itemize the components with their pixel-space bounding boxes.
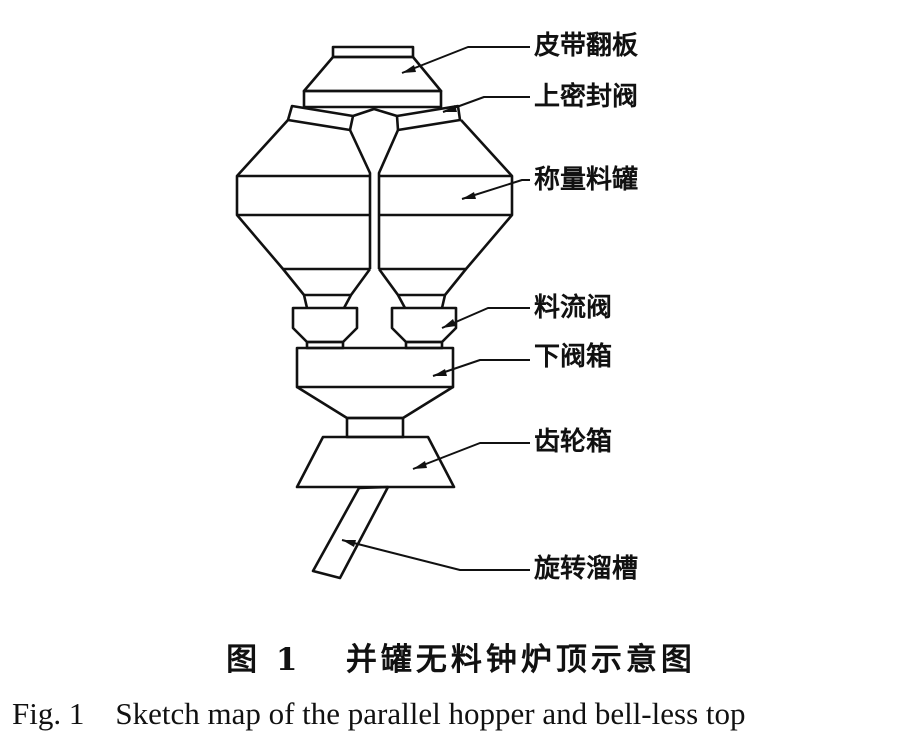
weighing-hopper-right [377, 119, 514, 309]
figure-caption-chinese: 图 1 并罐无料钟炉顶示意图 [226, 642, 696, 678]
gear-box [295, 435, 456, 489]
label-weighing-hopper: 称量料罐 [534, 165, 639, 195]
label-gear-box: 齿轮箱 [534, 427, 613, 457]
label-lower-valve-box: 下阀箱 [534, 342, 613, 372]
upper-seal-valves [286, 104, 462, 269]
rotating-chute [311, 485, 390, 580]
label-rotating-chute: 旋转溜槽 [534, 554, 639, 584]
label-upper-seal-valve: 上密封阀 [534, 82, 639, 112]
lower-valve-box [295, 346, 455, 439]
figure-caption-english: Fig. 1 Sketch map of the parallel hopper… [12, 696, 746, 731]
label-belt-flap: 皮带翻板 [534, 31, 639, 61]
leader-lines [341, 46, 530, 571]
material-flow-valves [291, 306, 458, 350]
weighing-hopper-left [235, 119, 372, 309]
belt-flap [302, 45, 443, 109]
arrowheads [342, 65, 476, 547]
label-material-flow-valve: 料流阀 [534, 293, 613, 323]
